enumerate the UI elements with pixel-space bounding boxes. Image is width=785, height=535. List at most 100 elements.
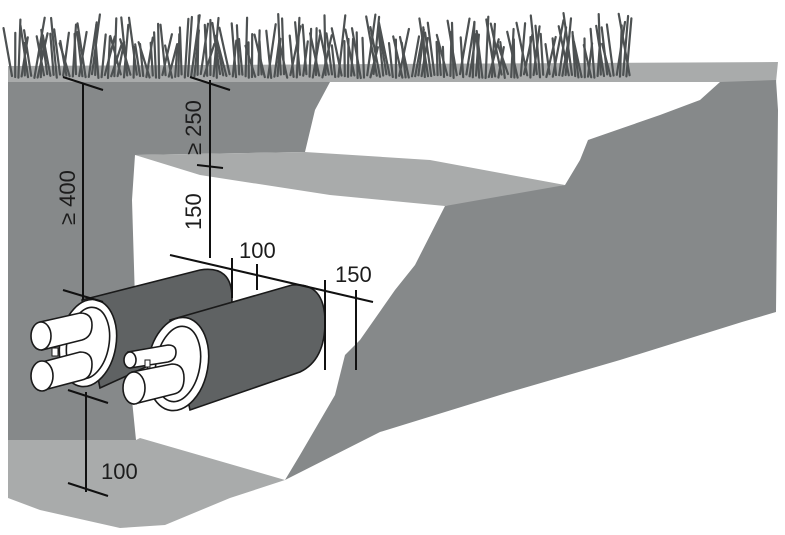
grass-blade [534,24,542,79]
grass-blade [437,41,442,77]
grass-blade [446,19,458,77]
grass-blade [330,44,337,79]
grass-blade [485,18,497,78]
grass-blade [19,24,30,79]
grass-blade [214,34,228,78]
grass-blade [557,25,570,77]
grass-blade [113,17,118,78]
grass-blade [159,23,167,77]
grass-blade [418,17,430,78]
grass-blade [600,42,612,78]
grass-blade [350,37,355,77]
pipe-left [30,268,233,392]
pipe-right-core-top-end [123,351,137,369]
grass-blade [174,44,179,78]
grass-blade [392,35,404,79]
grass-blade [23,29,33,77]
grass-blade [253,33,266,79]
grass-blade [278,39,289,79]
grass-blade [294,21,302,76]
grass-blade [325,32,334,76]
grass-blade [398,35,410,79]
grass-blade [177,33,181,78]
pipe-left-core-top [39,312,93,352]
grass-blade [529,14,538,76]
grass-blade [497,45,505,79]
grass-blade [309,32,321,77]
grass-blade [377,24,388,76]
grass-blade [288,34,295,79]
grass-blade [76,30,84,78]
grass-blade [109,34,122,76]
grass-blade [471,20,476,79]
grass-blade [157,22,161,80]
grass-blade [515,21,529,77]
dim-spacing-line [169,254,374,303]
grass-blade [572,40,583,79]
grass-blade [350,27,362,80]
grass-blade [202,42,216,78]
grass-blade [41,34,52,77]
grass-blade [211,21,222,76]
grass-blade [100,33,107,79]
grass-blade [230,22,238,79]
grass-blade [119,38,132,76]
pipe-left-core-bottom [41,351,93,392]
grass-blade [506,30,519,79]
grass-blade [164,44,174,79]
grass-blade [435,40,439,77]
dimension-lines [62,76,374,497]
grass-blade [475,29,484,79]
grass-blade [137,41,151,79]
grass-blade [582,43,593,79]
label-pipe-spacing: 100 [239,238,276,263]
grass-blade [35,35,46,77]
grass-blade [203,23,209,77]
grass-blade [186,15,193,78]
grass-blade [424,31,433,78]
grass-blade [323,14,327,77]
grass-blade [318,29,330,76]
grass-blade [589,27,596,79]
label-ledge-depth: ≥ 250 [181,100,206,155]
grass-blade [127,16,138,76]
grass-blade [459,36,465,79]
grass-blade [551,37,558,77]
dim-ledge-tick-mid [196,164,224,169]
grass-blade [237,37,244,76]
grass-blade [183,17,190,79]
grass-blade [410,35,421,78]
grass-blade [196,14,200,77]
pipe-right-core-top [127,344,177,369]
grass-blade [369,26,382,78]
grass-blade [489,22,503,76]
grass-blade [496,42,510,76]
grass-blade [49,32,55,77]
grass-blade [617,12,631,77]
grass-blade [314,27,318,77]
grass-blade [377,32,385,77]
label-ledge-to-pipe: 150 [181,193,206,230]
grass-blade [330,27,343,77]
grass-blade [426,21,436,77]
grass-blade [94,36,100,80]
grass-blade [539,32,545,76]
grass-blade [558,26,568,77]
right-soil-wall [285,80,778,480]
grass-blade [149,41,154,77]
dim-ledge-tick-top [189,76,231,91]
grass-blade [244,44,257,78]
grass-blade [387,41,394,79]
grass-blade [435,33,449,77]
grass-blade [178,26,183,76]
grass-blade [76,22,87,79]
grass-layer [2,12,633,80]
grass-blade [595,24,606,78]
pipe-right-spacer [144,359,151,368]
label-wall-clearance: 150 [335,262,372,287]
grass-blade [321,34,333,79]
grass-blade [120,16,129,77]
grass-blade [36,32,49,79]
label-cover-depth: ≥ 400 [55,170,80,225]
